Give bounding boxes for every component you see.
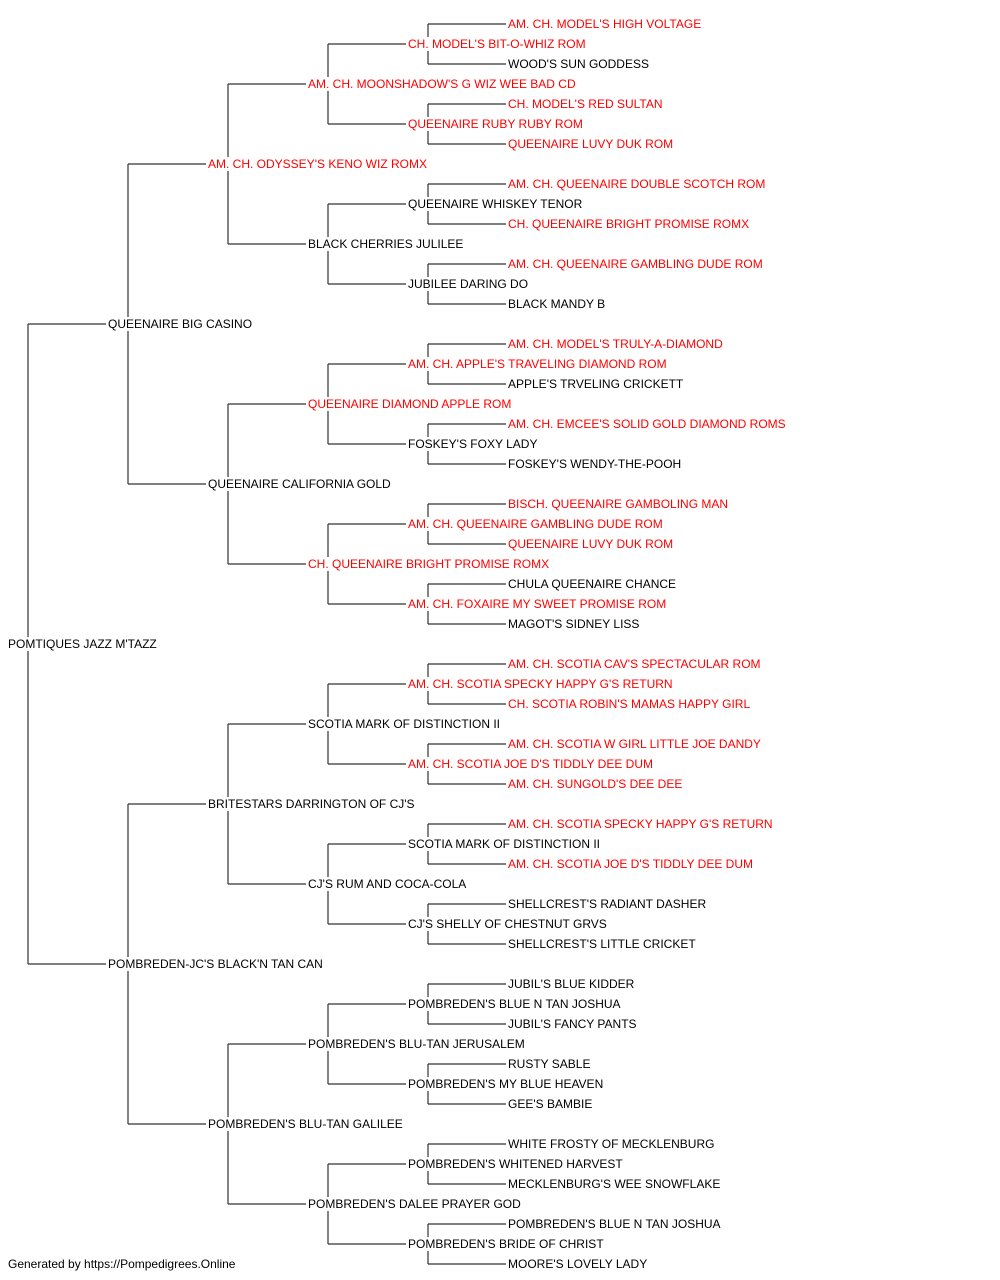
- pedigree-node-gen5[interactable]: APPLE'S TRVELING CRICKETT: [507, 377, 685, 391]
- pedigree-node-gen4[interactable]: CH. MODEL'S BIT-O-WHIZ ROM: [407, 37, 587, 51]
- pedigree-node-gen5[interactable]: CH. SCOTIA ROBIN'S MAMAS HAPPY GIRL: [507, 697, 752, 711]
- pedigree-node-gen3[interactable]: POMBREDEN'S DALEE PRAYER GOD: [307, 1197, 522, 1211]
- pedigree-node-gen5[interactable]: AM. CH. MODEL'S TRULY-A-DIAMOND: [507, 337, 724, 351]
- pedigree-node-gen5[interactable]: AM. CH. QUEENAIRE GAMBLING DUDE ROM: [507, 257, 764, 271]
- pedigree-node-gen5[interactable]: SHELLCREST'S RADIANT DASHER: [507, 897, 708, 911]
- pedigree-node-gen4[interactable]: JUBILEE DARING DO: [407, 277, 530, 291]
- pedigree-node-gen5[interactable]: MECKLENBURG'S WEE SNOWFLAKE: [507, 1177, 722, 1191]
- pedigree-node-gen4[interactable]: QUEENAIRE RUBY RUBY ROM: [407, 117, 584, 131]
- pedigree-node-gen5[interactable]: WOOD'S SUN GODDESS: [507, 57, 650, 71]
- pedigree-node-gen5[interactable]: AM. CH. MODEL'S HIGH VOLTAGE: [507, 17, 703, 31]
- pedigree-node-gen5[interactable]: SHELLCREST'S LITTLE CRICKET: [507, 937, 697, 951]
- pedigree-node-gen3[interactable]: QUEENAIRE DIAMOND APPLE ROM: [307, 397, 513, 411]
- pedigree-node-gen5[interactable]: AM. CH. EMCEE'S SOLID GOLD DIAMOND ROMS: [507, 417, 787, 431]
- pedigree-node-gen5[interactable]: POMBREDEN'S BLUE N TAN JOSHUA: [507, 1217, 722, 1231]
- pedigree-node-gen5[interactable]: CH. QUEENAIRE BRIGHT PROMISE ROMX: [507, 217, 751, 231]
- pedigree-node-gen0[interactable]: POMTIQUES JAZZ M'TAZZ: [7, 637, 158, 651]
- pedigree-node-gen5[interactable]: AM. CH. SCOTIA JOE D'S TIDDLY DEE DUM: [507, 857, 754, 871]
- pedigree-node-gen1[interactable]: QUEENAIRE BIG CASINO: [107, 317, 254, 331]
- footer-credit: Generated by https://Pompedigrees.Online: [8, 1257, 236, 1271]
- pedigree-node-gen4[interactable]: POMBREDEN'S BRIDE OF CHRIST: [407, 1237, 605, 1251]
- pedigree-node-gen5[interactable]: CHULA QUEENAIRE CHANCE: [507, 577, 678, 591]
- pedigree-node-gen4[interactable]: AM. CH. SCOTIA JOE D'S TIDDLY DEE DUM: [407, 757, 654, 771]
- pedigree-node-gen5[interactable]: RUSTY SABLE: [507, 1057, 592, 1071]
- pedigree-node-gen5[interactable]: JUBIL'S FANCY PANTS: [507, 1017, 638, 1031]
- pedigree-node-gen4[interactable]: POMBREDEN'S MY BLUE HEAVEN: [407, 1077, 605, 1091]
- pedigree-node-gen5[interactable]: FOSKEY'S WENDY-THE-POOH: [507, 457, 683, 471]
- pedigree-node-gen5[interactable]: BISCH. QUEENAIRE GAMBOLING MAN: [507, 497, 730, 511]
- pedigree-node-gen4[interactable]: AM. CH. SCOTIA SPECKY HAPPY G'S RETURN: [407, 677, 674, 691]
- pedigree-node-gen5[interactable]: QUEENAIRE LUVY DUK ROM: [507, 137, 675, 151]
- pedigree-node-gen1[interactable]: POMBREDEN-JC'S BLACK'N TAN CAN: [107, 957, 324, 971]
- pedigree-node-gen4[interactable]: SCOTIA MARK OF DISTINCTION II: [407, 837, 602, 851]
- pedigree-node-gen5[interactable]: WHITE FROSTY OF MECKLENBURG: [507, 1137, 716, 1151]
- pedigree-node-gen4[interactable]: QUEENAIRE WHISKEY TENOR: [407, 197, 584, 211]
- pedigree-node-gen4[interactable]: FOSKEY'S FOXY LADY: [407, 437, 539, 451]
- pedigree-node-gen3[interactable]: BLACK CHERRIES JULILEE: [307, 237, 465, 251]
- pedigree-node-gen5[interactable]: AM. CH. SUNGOLD'S DEE DEE: [507, 777, 684, 791]
- pedigree-node-gen5[interactable]: BLACK MANDY B: [507, 297, 607, 311]
- pedigree-node-gen5[interactable]: AM. CH. SCOTIA W GIRL LITTLE JOE DANDY: [507, 737, 762, 751]
- pedigree-node-gen4[interactable]: POMBREDEN'S WHITENED HARVEST: [407, 1157, 624, 1171]
- pedigree-node-gen4[interactable]: AM. CH. APPLE'S TRAVELING DIAMOND ROM: [407, 357, 668, 371]
- pedigree-node-gen3[interactable]: AM. CH. MOONSHADOW'S G WIZ WEE BAD CD: [307, 77, 577, 91]
- pedigree-node-gen3[interactable]: CH. QUEENAIRE BRIGHT PROMISE ROMX: [307, 557, 551, 571]
- pedigree-node-gen5[interactable]: JUBIL'S BLUE KIDDER: [507, 977, 636, 991]
- pedigree-node-gen5[interactable]: MOORE'S LOVELY LADY: [507, 1257, 649, 1271]
- pedigree-node-gen5[interactable]: QUEENAIRE LUVY DUK ROM: [507, 537, 675, 551]
- pedigree-node-gen5[interactable]: CH. MODEL'S RED SULTAN: [507, 97, 664, 111]
- pedigree-node-gen4[interactable]: CJ'S SHELLY OF CHESTNUT GRVS: [407, 917, 608, 931]
- pedigree-node-gen3[interactable]: SCOTIA MARK OF DISTINCTION II: [307, 717, 502, 731]
- pedigree-node-gen4[interactable]: POMBREDEN'S BLUE N TAN JOSHUA: [407, 997, 622, 1011]
- pedigree-node-gen5[interactable]: AM. CH. QUEENAIRE DOUBLE SCOTCH ROM: [507, 177, 767, 191]
- pedigree-node-gen5[interactable]: GEE'S BAMBIE: [507, 1097, 594, 1111]
- pedigree-node-gen2[interactable]: BRITESTARS DARRINGTON OF CJ'S: [207, 797, 416, 811]
- pedigree-node-gen5[interactable]: AM. CH. SCOTIA CAV'S SPECTACULAR ROM: [507, 657, 762, 671]
- pedigree-node-gen5[interactable]: MAGOT'S SIDNEY LISS: [507, 617, 641, 631]
- pedigree-node-gen2[interactable]: QUEENAIRE CALIFORNIA GOLD: [207, 477, 392, 491]
- pedigree-node-gen3[interactable]: POMBREDEN'S BLU-TAN JERUSALEM: [307, 1037, 526, 1051]
- pedigree-node-gen3[interactable]: CJ'S RUM AND COCA-COLA: [307, 877, 468, 891]
- pedigree-node-gen4[interactable]: AM. CH. FOXAIRE MY SWEET PROMISE ROM: [407, 597, 668, 611]
- pedigree-node-gen4[interactable]: AM. CH. QUEENAIRE GAMBLING DUDE ROM: [407, 517, 664, 531]
- pedigree-node-gen2[interactable]: AM. CH. ODYSSEY'S KENO WIZ ROMX: [207, 157, 428, 171]
- pedigree-node-gen5[interactable]: AM. CH. SCOTIA SPECKY HAPPY G'S RETURN: [507, 817, 774, 831]
- pedigree-node-gen2[interactable]: POMBREDEN'S BLU-TAN GALILEE: [207, 1117, 404, 1131]
